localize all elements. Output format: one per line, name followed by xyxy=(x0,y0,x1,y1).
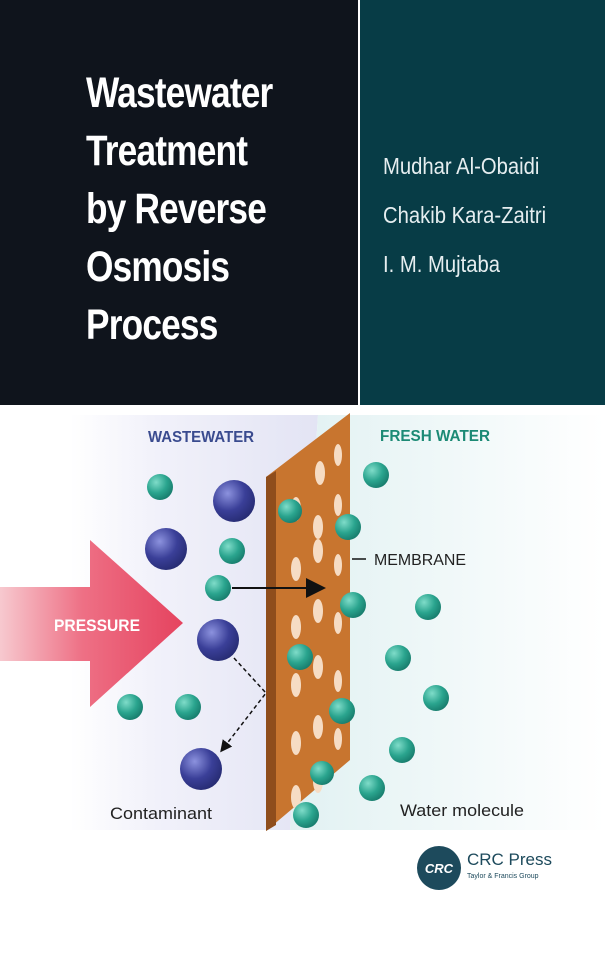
water-molecule xyxy=(389,737,415,763)
contaminant-particle xyxy=(180,748,222,790)
fresh-water-region xyxy=(290,415,605,830)
water-molecule xyxy=(147,474,173,500)
author-name: I. M. Mujtaba xyxy=(383,251,500,277)
water-molecule xyxy=(205,575,231,601)
contaminant-particle xyxy=(213,480,255,522)
author-panel xyxy=(360,0,605,405)
water-molecule xyxy=(310,761,334,785)
title-line: Process xyxy=(86,301,218,349)
publisher-group: Taylor & Francis Group xyxy=(467,873,539,880)
water-molecule xyxy=(423,685,449,711)
diagram-svg: WASTEWATER FRESH WATER MEMBRANE PRESSURE… xyxy=(0,413,605,831)
book-title: Wastewater Treatment by Reverse Osmosis … xyxy=(86,64,273,354)
panel-divider xyxy=(358,0,360,405)
water-molecule xyxy=(219,538,245,564)
water-molecule xyxy=(363,462,389,488)
author-list: Mudhar Al-Obaidi Chakib Kara-Zaitri I. M… xyxy=(383,142,546,289)
contaminant-particle xyxy=(145,528,187,570)
water-molecule xyxy=(278,499,302,523)
water-molecule xyxy=(329,698,355,724)
reverse-osmosis-diagram: WASTEWATER FRESH WATER MEMBRANE PRESSURE… xyxy=(0,405,605,845)
membrane-label: MEMBRANE xyxy=(374,552,466,569)
publisher-logo: CRC CRC Press Taylor & Francis Group xyxy=(417,846,577,906)
crc-logo-icon: CRC xyxy=(417,846,461,890)
water-molecule xyxy=(117,694,143,720)
publisher-name: CRC Press xyxy=(467,850,553,869)
water-molecule xyxy=(385,645,411,671)
author-name: Chakib Kara-Zaitri xyxy=(383,202,547,228)
title-line: Wastewater xyxy=(86,69,273,117)
membrane-pores xyxy=(291,444,342,809)
rejection-arrow xyxy=(220,657,267,753)
pressure-label: PRESSURE xyxy=(54,616,140,635)
water-molecule xyxy=(335,514,361,540)
wastewater-region xyxy=(70,415,318,830)
wastewater-label: WASTEWATER xyxy=(148,429,254,446)
fresh-water-label: FRESH WATER xyxy=(380,428,490,445)
title-panel xyxy=(0,0,358,405)
title-line: Osmosis xyxy=(86,243,230,291)
water-molecule xyxy=(175,694,201,720)
water-molecule xyxy=(359,775,385,801)
contaminant-particle xyxy=(197,619,239,661)
water-molecule-label: Water molecule xyxy=(400,801,524,820)
title-line: by Reverse xyxy=(86,185,267,233)
water-molecule xyxy=(415,594,441,620)
water-molecule xyxy=(293,802,319,828)
water-molecule xyxy=(340,592,366,618)
pressure-arrow xyxy=(0,540,183,707)
title-line: Treatment xyxy=(86,127,248,175)
contaminant-label: Contaminant xyxy=(110,804,212,823)
author-name: Mudhar Al-Obaidi xyxy=(383,153,540,179)
water-molecule xyxy=(287,644,313,670)
